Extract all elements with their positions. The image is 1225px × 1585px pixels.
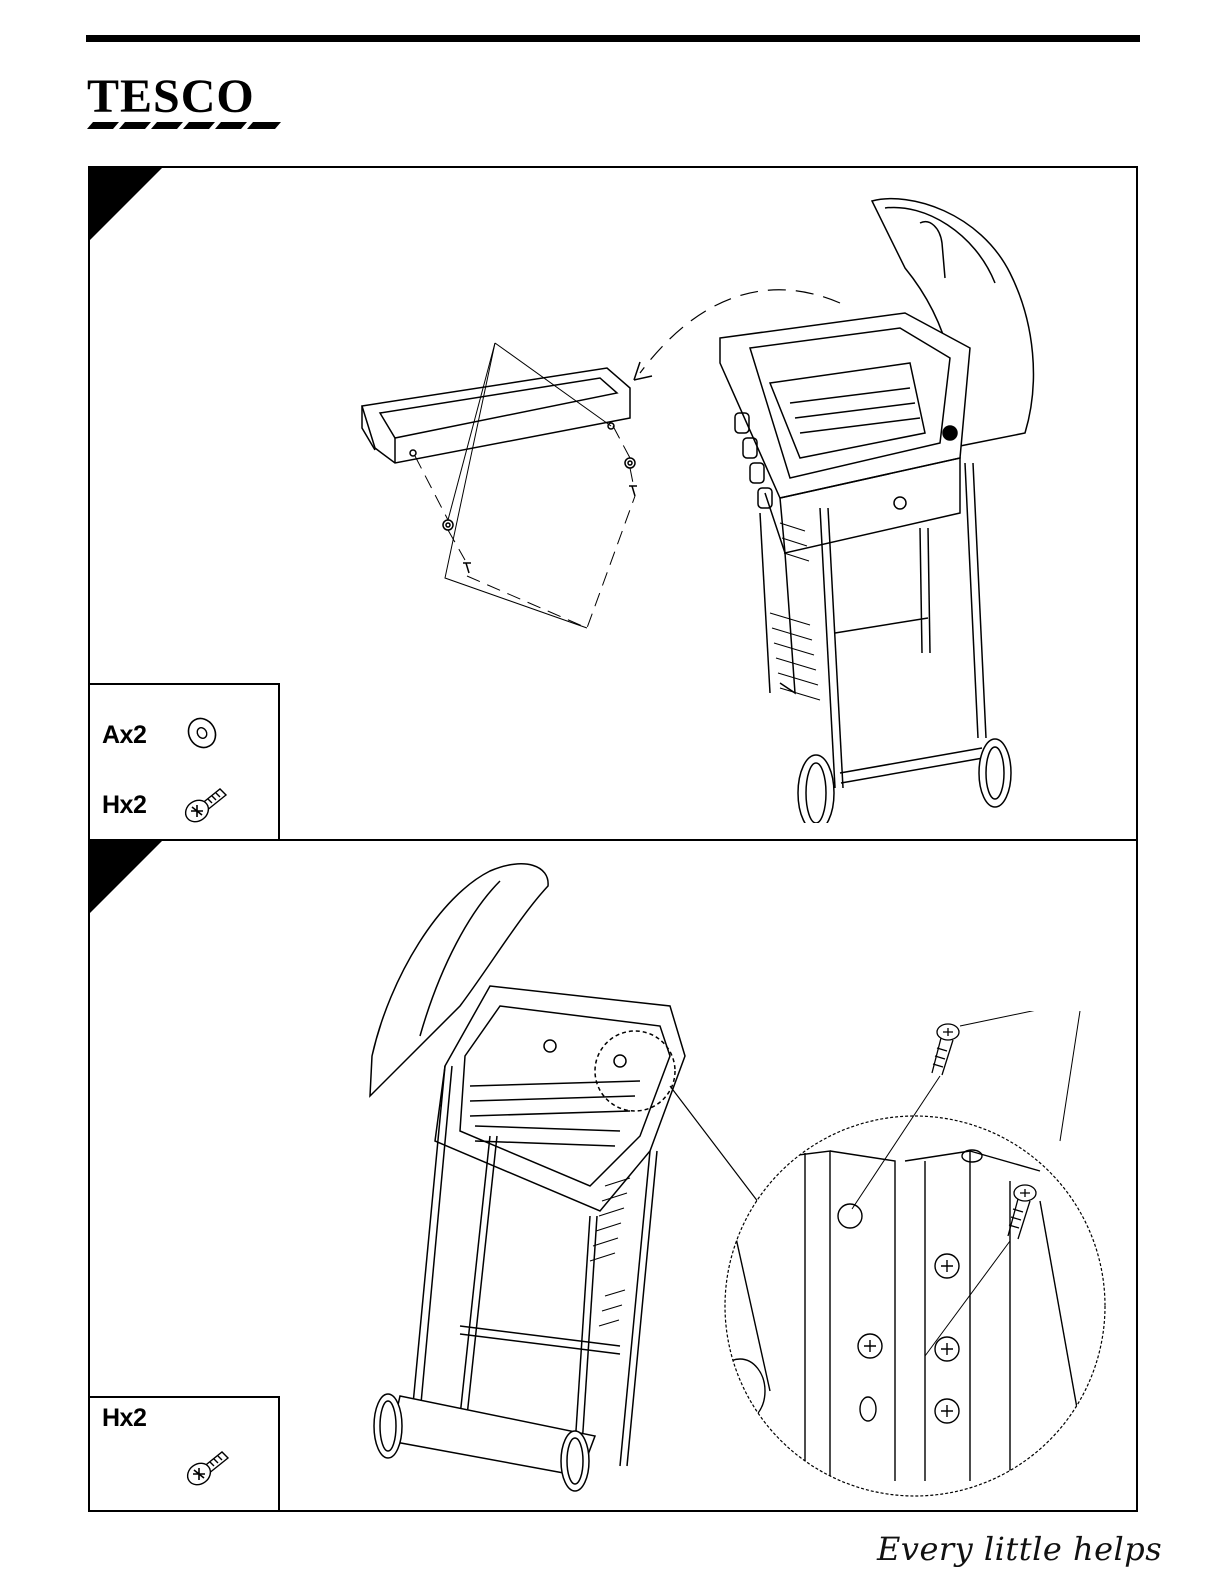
washer-icon bbox=[182, 713, 222, 758]
tesco-logo: TESCO bbox=[85, 72, 295, 134]
logo-text: TESCO bbox=[87, 72, 255, 123]
header-rule bbox=[86, 35, 1140, 42]
grill-front-drawing bbox=[710, 193, 1130, 823]
screw-icon bbox=[182, 783, 232, 828]
part-row-screw: Hx2 bbox=[102, 1404, 182, 1433]
footer-slogan: Every little helps bbox=[877, 1530, 1162, 1568]
step-2-panel: Hx2 bbox=[88, 839, 1138, 1512]
side-shelf-drawing bbox=[355, 338, 655, 648]
step-2-parts-box: Hx2 bbox=[90, 1396, 280, 1510]
part-row-screw: Hx2 bbox=[102, 783, 232, 828]
zoom-detail-drawing bbox=[710, 1011, 1130, 1501]
part-label: Hx2 bbox=[102, 791, 182, 820]
screw-icon bbox=[184, 1446, 234, 1491]
step-1-corner-tab bbox=[90, 168, 162, 240]
step-2-corner-tab bbox=[90, 841, 162, 913]
part-label: Ax2 bbox=[102, 721, 182, 750]
step-1-panel: Ax2 Hx2 bbox=[88, 166, 1138, 841]
part-label: Hx2 bbox=[102, 1404, 182, 1433]
step-1-parts-box: Ax2 Hx2 bbox=[90, 683, 280, 839]
grill-rear-drawing bbox=[350, 856, 690, 1496]
part-row-washer: Ax2 bbox=[102, 713, 222, 758]
